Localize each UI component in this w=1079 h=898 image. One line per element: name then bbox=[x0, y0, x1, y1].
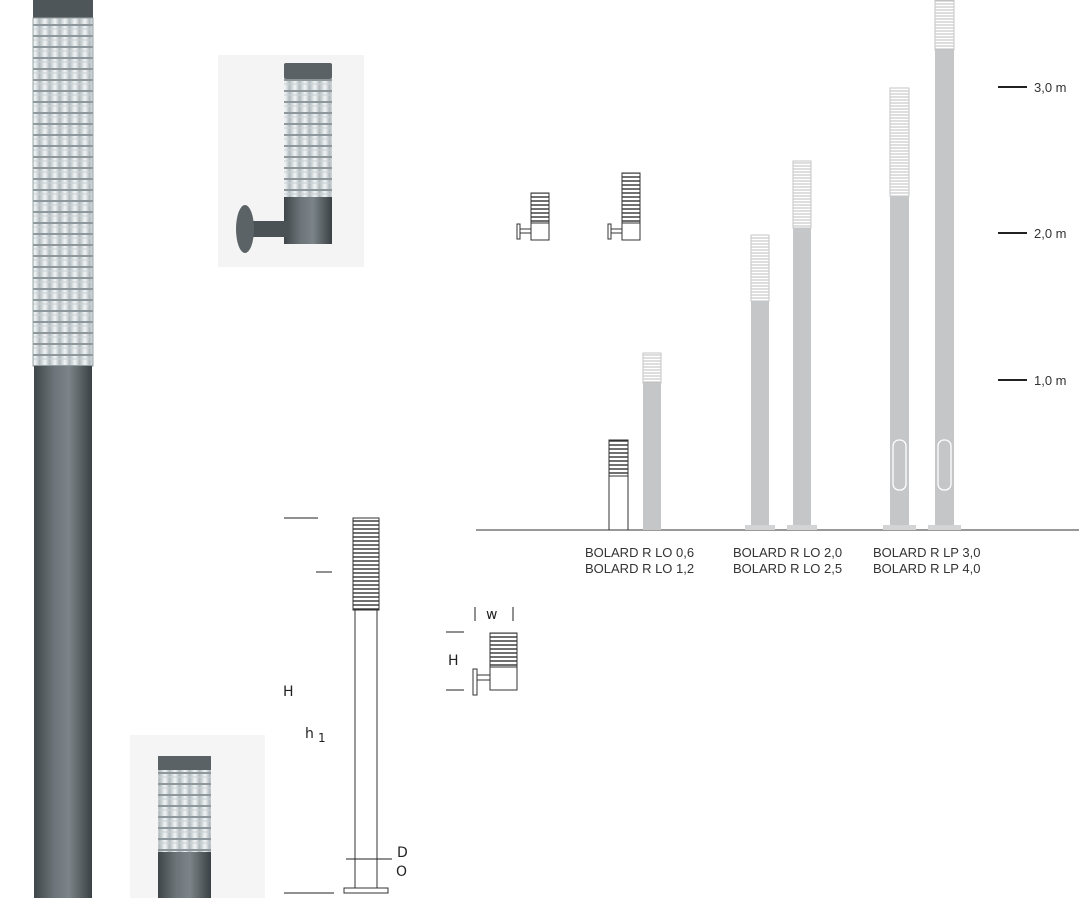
product-labels: BOLARD R LO 0,6 BOLARD R LO 1,2 BOLARD R… bbox=[585, 545, 980, 576]
bollard-r-lo-2-5 bbox=[787, 160, 817, 530]
label-bolard-r-lp-3-0: BOLARD R LP 3,0 bbox=[873, 545, 980, 560]
bollard-r-lp-3-0 bbox=[883, 87, 916, 530]
scale-label-1m: 1,0 m bbox=[1034, 373, 1067, 388]
bollard-photo-small bbox=[130, 735, 265, 898]
scale-label-3m: 3,0 m bbox=[1034, 80, 1067, 95]
dimension-diameter-symbol: O bbox=[396, 864, 407, 880]
wall-icon-small bbox=[516, 192, 550, 241]
bollard-r-lo-1-2 bbox=[642, 352, 662, 530]
scale-label-2m: 2,0 m bbox=[1034, 226, 1067, 241]
bollard-photo-large bbox=[32, 0, 94, 898]
dimension-h1-subscript: 1 bbox=[318, 731, 326, 745]
label-bolard-r-lo-2-0: BOLARD R LO 2,0 bbox=[733, 545, 842, 560]
label-bolard-r-lo-2-5: BOLARD R LO 2,5 bbox=[733, 561, 842, 576]
dimension-w: w bbox=[486, 607, 497, 623]
label-bolard-r-lo-0-6: BOLARD R LO 0,6 bbox=[585, 545, 694, 560]
bollard-r-lo-2-0 bbox=[745, 234, 775, 530]
dimension-wall-H: H bbox=[448, 653, 459, 669]
bollard-dimension-drawing: H h 1 D O bbox=[283, 517, 408, 894]
dimension-h1: h bbox=[305, 726, 314, 742]
wall-dimension-drawing: w H bbox=[446, 607, 518, 696]
bollard-r-lo-0-6 bbox=[608, 439, 629, 531]
label-bolard-r-lp-4-0: BOLARD R LP 4,0 bbox=[873, 561, 980, 576]
wall-luminaire-photo bbox=[218, 55, 364, 267]
label-bolard-r-lo-1-2: BOLARD R LO 1,2 bbox=[585, 561, 694, 576]
dimension-D: D bbox=[397, 845, 408, 861]
wall-icon-large bbox=[607, 172, 641, 241]
bollard-r-lp-4-0 bbox=[928, 0, 961, 530]
dimension-H: H bbox=[283, 684, 294, 700]
height-scale: 3,0 m 2,0 m 1,0 m bbox=[998, 80, 1067, 388]
